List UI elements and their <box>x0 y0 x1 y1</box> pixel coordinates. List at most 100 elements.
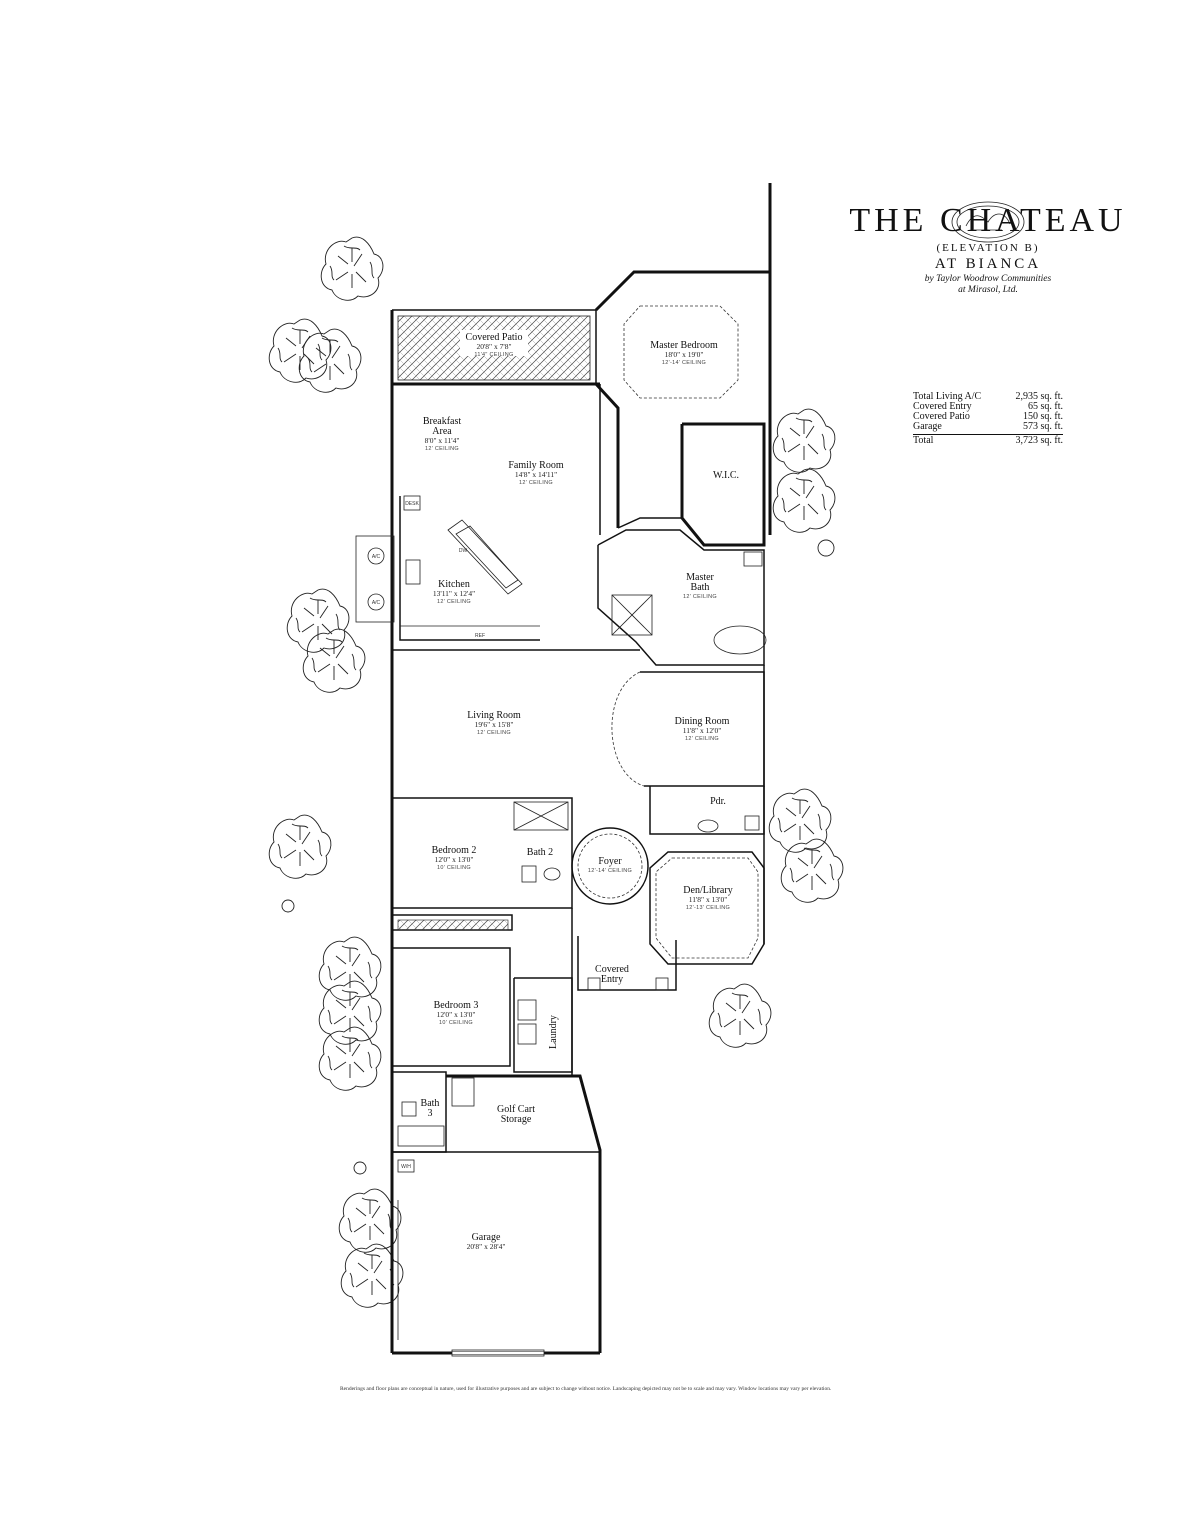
room-ceiling: 12'-14' CEILING <box>588 868 632 874</box>
room-garage: Garage 20'8" x 28'4" <box>467 1232 506 1251</box>
room-covered-entry: Covered Entry <box>595 964 629 985</box>
room-dims: 11'8" x 12'0" <box>683 726 722 735</box>
shrub-icon <box>320 236 384 301</box>
room-bath-3: Bath 3 <box>421 1098 440 1119</box>
room-name-line2: Storage <box>501 1114 532 1125</box>
ac-label: A/C <box>372 554 381 560</box>
ac-label: A/C <box>372 600 381 606</box>
room-name: Bedroom 3 <box>434 1000 479 1011</box>
disclaimer: Renderings and floor plans are conceptua… <box>340 1386 832 1392</box>
shrub-icon <box>298 328 362 393</box>
room-name: Kitchen <box>438 579 470 590</box>
landscaping <box>268 236 844 1308</box>
ref-label: REF <box>475 633 485 639</box>
area-label: Garage <box>913 421 942 432</box>
developer-label: at Mirasol, Ltd. <box>958 285 1018 295</box>
room-dims: 12'0" x 13'0" <box>435 855 474 864</box>
room-bedroom-3: Bedroom 3 12'0" x 13'0" 10' CEILING <box>434 1000 479 1026</box>
room-dims: 13'11" x 12'4" <box>433 589 475 598</box>
dw-label: DW <box>459 548 468 554</box>
room-name: Family Room <box>508 460 564 471</box>
room-name: Laundry <box>548 1015 559 1049</box>
brand-block: THE CHATEAU (ELEVATION B) AT BIANCA by T… <box>828 196 1148 295</box>
area-row: Covered Entry 65 sq. ft. <box>913 402 1063 412</box>
room-powder: Pdr. <box>710 796 726 807</box>
area-label: Covered Patio <box>913 411 970 422</box>
area-total-value: 3,723 sq. ft. <box>1015 435 1064 446</box>
area-table: Total Living A/C 2,935 sq. ft. Covered E… <box>913 392 1063 446</box>
room-master-bath: Master Bath 12' CEILING <box>683 572 717 600</box>
room-name-line2: Entry <box>601 974 623 985</box>
room-name: Bath 2 <box>527 847 553 858</box>
community-label: AT BIANCA <box>934 256 1042 272</box>
area-total-row: Total 3,723 sq. ft. <box>913 434 1063 446</box>
plan-title: THE CHATEAU <box>849 202 1127 239</box>
room-dims: 18'0" x 19'0" <box>665 350 704 359</box>
area-row: Garage 573 sq. ft. <box>913 422 1063 432</box>
shrub-icon <box>318 1026 382 1091</box>
room-ceiling: 12' CEILING <box>685 736 719 742</box>
room-name: Covered <box>595 964 629 975</box>
room-ceiling: 12' CEILING <box>519 480 553 486</box>
area-value: 573 sq. ft. <box>1023 421 1063 432</box>
room-name: Master <box>686 572 714 583</box>
room-ceiling: 10' CEILING <box>437 865 471 871</box>
room-dims: 20'8" x 7'8" <box>476 342 511 351</box>
area-label: Covered Entry <box>913 401 972 412</box>
room-living-room: Living Room 19'6" x 15'8" 12' CEILING <box>467 710 521 736</box>
room-name: Foyer <box>598 856 622 867</box>
area-value: 65 sq. ft. <box>1028 401 1063 412</box>
room-bedroom-2: Bedroom 2 12'0" x 13'0" 10' CEILING <box>432 845 477 871</box>
room-dims: 19'6" x 15'8" <box>475 720 514 729</box>
shrub-icon <box>268 814 332 879</box>
room-bath-2: Bath 2 <box>527 847 553 858</box>
room-name: W.I.C. <box>713 470 739 481</box>
room-name: Garage <box>472 1232 501 1243</box>
room-ceiling: 12'-14' CEILING <box>662 360 706 366</box>
room-dims: 11'8" x 13'0" <box>689 895 728 904</box>
shrub-icon <box>340 1243 404 1308</box>
room-name: Bedroom 2 <box>432 845 477 856</box>
area-row: Covered Patio 150 sq. ft. <box>913 412 1063 422</box>
room-ceiling: 12' CEILING <box>683 594 717 600</box>
room-name: Breakfast <box>423 416 462 427</box>
room-dims: 14'8" x 14'11" <box>515 470 557 479</box>
room-covered-patio: Covered Patio 20'8" x 7'8" 11'4" CEILING <box>397 315 591 381</box>
room-name: Master Bedroom <box>650 340 718 351</box>
shrub-icon <box>318 980 382 1045</box>
shrub-icon <box>286 588 350 653</box>
builder-label: by Taylor Woodrow Communities <box>924 274 1052 284</box>
area-value: 2,935 sq. ft. <box>1015 391 1064 402</box>
room-name-line2: Area <box>432 426 452 437</box>
shrub-icon <box>772 408 836 473</box>
shrub-icon <box>772 468 836 533</box>
area-row: Total Living A/C 2,935 sq. ft. <box>913 392 1063 402</box>
room-dining-room: Dining Room 11'8" x 12'0" 12' CEILING <box>675 716 730 742</box>
room-laundry: Laundry <box>548 1015 559 1049</box>
room-ceiling: 11'4" CEILING <box>474 352 513 358</box>
desk-label: DESK <box>405 501 419 507</box>
room-golf-cart-storage: Golf Cart Storage <box>497 1104 535 1125</box>
room-name-line2: Bath <box>691 582 710 593</box>
room-dims: 8'0" x 11'4" <box>425 436 460 445</box>
wh-label: W/H <box>401 1164 411 1170</box>
room-name: Dining Room <box>675 716 730 727</box>
room-name: Pdr. <box>710 796 726 807</box>
elevation-label: (ELEVATION B) <box>936 242 1040 254</box>
room-ceiling: 12' CEILING <box>437 599 471 605</box>
chateau-logo <box>951 201 1025 243</box>
room-name: Living Room <box>467 710 521 721</box>
room-name: Den/Library <box>683 885 732 896</box>
area-total-label: Total <box>913 435 934 446</box>
room-ceiling: 12' CEILING <box>477 730 511 736</box>
room-ceiling: 12' CEILING <box>425 446 459 452</box>
walls <box>355 183 772 1357</box>
room-ceiling: 12'-13' CEILING <box>686 905 730 911</box>
area-value: 150 sq. ft. <box>1023 411 1063 422</box>
room-dims: 20'8" x 28'4" <box>467 1242 506 1251</box>
room-name: Bath <box>421 1098 440 1109</box>
room-den-library: Den/Library 11'8" x 13'0" 12'-13' CEILIN… <box>683 885 732 911</box>
room-foyer: Foyer 12'-14' CEILING <box>588 856 632 874</box>
shrub-icon <box>302 628 366 693</box>
